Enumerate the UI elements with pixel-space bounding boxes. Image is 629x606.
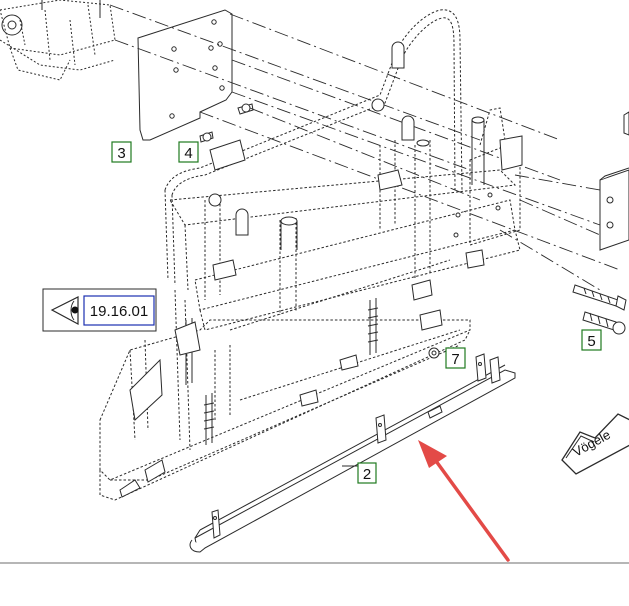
- reference-code: 19.16.01: [90, 303, 148, 320]
- callout-2-label: 2: [363, 466, 371, 483]
- flat-bar-part: [189, 353, 516, 553]
- callout-4: 4: [178, 141, 199, 163]
- callout-5: 5: [581, 329, 602, 351]
- callout-3-label: 3: [117, 145, 125, 162]
- vogele-logo: Vögele: [561, 413, 629, 475]
- top-left-housing: [0, 0, 116, 81]
- callout-7-label: 7: [451, 351, 459, 368]
- callout-5-label: 5: [587, 333, 595, 350]
- eye-icon: [50, 296, 79, 326]
- long-bolts: [572, 284, 627, 335]
- reference-box[interactable]: 19.16.01: [42, 288, 157, 332]
- right-edge-bracket: [599, 111, 629, 251]
- frame-hardware: [208, 41, 523, 301]
- small-bolts: [199, 103, 254, 143]
- callout-2: 2: [342, 462, 377, 484]
- hex-nut: [428, 347, 440, 359]
- side-panel-features: [119, 309, 443, 498]
- callout-7: 7: [445, 347, 466, 369]
- callout-3: 3: [111, 141, 132, 163]
- mounting-plate: [137, 9, 233, 141]
- red-arrow-icon: [418, 440, 510, 562]
- callout-4-label: 4: [184, 145, 192, 162]
- top-left-housing-solid: [1, 0, 101, 36]
